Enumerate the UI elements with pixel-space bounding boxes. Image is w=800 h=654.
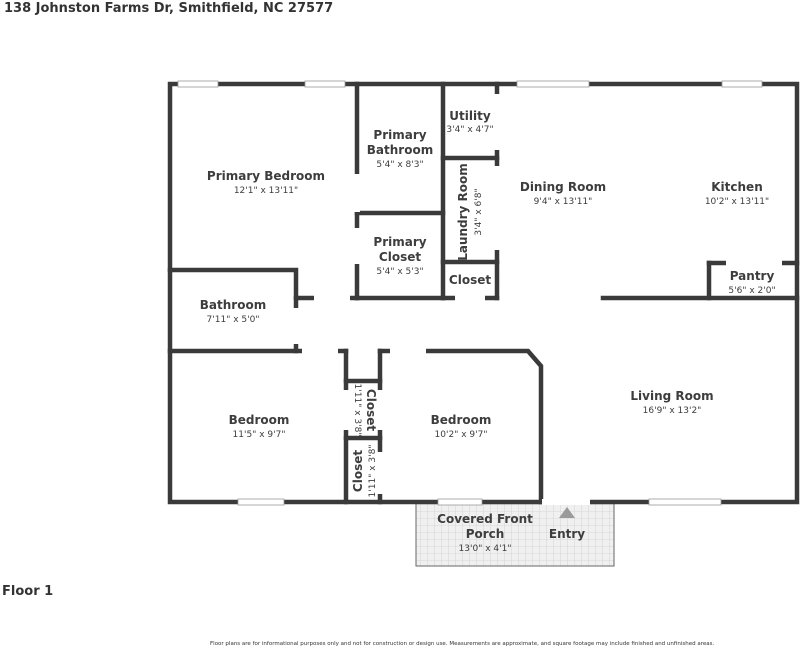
svg-text:Porch: Porch — [466, 527, 505, 541]
property-address: 138 Johnston Farms Dr, Smithfield, NC 27… — [4, 1, 334, 16]
svg-text:Kitchen: Kitchen — [711, 180, 763, 194]
svg-text:Covered Front: Covered Front — [437, 512, 533, 526]
svg-text:Primary Bedroom: Primary Bedroom — [207, 169, 325, 183]
svg-text:13'0" x 4'1": 13'0" x 4'1" — [459, 544, 512, 554]
room-entry: Entry — [549, 527, 585, 541]
svg-text:Utility: Utility — [449, 109, 491, 123]
room-bedroom-left: Bedroom 11'5" x 9'7" — [229, 413, 290, 440]
svg-text:Bathroom: Bathroom — [200, 298, 266, 312]
disclaimer-text: Floor plans are for informational purpos… — [210, 641, 715, 647]
svg-text:Closet: Closet — [379, 250, 421, 264]
room-closet-upper: Closet 1'11" x 3'8" — [352, 384, 378, 437]
svg-text:16'9" x 13'2": 16'9" x 13'2" — [643, 406, 702, 416]
svg-text:Pantry: Pantry — [730, 269, 775, 283]
room-primary-closet: Primary Closet 5'4" x 5'3" — [373, 235, 426, 277]
door-openings — [293, 94, 782, 505]
room-closet-lower: Closet 1'11" x 3'8" — [351, 445, 378, 498]
room-laundry-room: Laundry Room 3'4" x 6'8" — [456, 163, 484, 261]
svg-text:11'5" x 9'7": 11'5" x 9'7" — [233, 430, 286, 440]
room-living-room: Living Room 16'9" x 13'2" — [630, 389, 713, 416]
svg-text:Dining Room: Dining Room — [520, 180, 606, 194]
svg-text:9'4" x 13'11": 9'4" x 13'11" — [534, 197, 593, 207]
svg-text:3'4" x 6'8": 3'4" x 6'8" — [474, 188, 484, 235]
svg-text:Entry: Entry — [549, 527, 585, 541]
svg-text:Bathroom: Bathroom — [367, 143, 433, 157]
svg-text:7'11" x 5'0": 7'11" x 5'0" — [207, 315, 260, 325]
svg-text:Living Room: Living Room — [630, 389, 713, 403]
svg-text:10'2" x 13'11": 10'2" x 13'11" — [705, 197, 769, 207]
room-bedroom-right: Bedroom 10'2" x 9'7" — [431, 413, 492, 440]
svg-text:Laundry Room: Laundry Room — [456, 163, 470, 261]
floor-label: Floor 1 — [2, 584, 54, 599]
svg-text:12'1" x 13'11": 12'1" x 13'11" — [234, 186, 298, 196]
room-primary-bathroom: Primary Bathroom 5'4" x 8'3" — [367, 128, 433, 170]
windows — [177, 80, 763, 506]
svg-text:Closet: Closet — [351, 450, 365, 492]
svg-text:Bedroom: Bedroom — [431, 413, 492, 427]
room-covered-front-porch: Covered Front Porch 13'0" x 4'1" — [437, 512, 533, 554]
room-dining-room: Dining Room 9'4" x 13'11" — [520, 180, 606, 207]
room-utility: Utility 3'4" x 4'7" — [446, 109, 493, 135]
entry-arrow-icon — [559, 507, 575, 518]
svg-text:3'4" x 4'7": 3'4" x 4'7" — [446, 125, 493, 135]
room-kitchen: Kitchen 10'2" x 13'11" — [705, 180, 769, 207]
room-bathroom: Bathroom 7'11" x 5'0" — [200, 298, 266, 325]
svg-text:1'11" x 3'8": 1'11" x 3'8" — [368, 445, 378, 498]
room-pantry: Pantry 5'6" x 2'0" — [728, 269, 775, 296]
svg-text:Bedroom: Bedroom — [229, 413, 290, 427]
svg-text:Closet: Closet — [449, 273, 491, 287]
svg-text:1'11" x 3'8": 1'11" x 3'8" — [352, 384, 362, 437]
room-hall-closet: Closet — [449, 273, 491, 287]
svg-text:Primary: Primary — [373, 235, 426, 249]
svg-text:5'6" x 2'0": 5'6" x 2'0" — [728, 286, 775, 296]
room-primary-bedroom: Primary Bedroom 12'1" x 13'11" — [207, 169, 325, 196]
svg-text:5'4" x 5'3": 5'4" x 5'3" — [376, 267, 423, 277]
svg-text:10'2" x 9'7": 10'2" x 9'7" — [435, 430, 488, 440]
covered-front-porch-area — [415, 501, 615, 567]
svg-text:Closet: Closet — [364, 389, 378, 431]
svg-text:5'4" x 8'3": 5'4" x 8'3" — [376, 160, 423, 170]
svg-text:Primary: Primary — [373, 128, 426, 142]
